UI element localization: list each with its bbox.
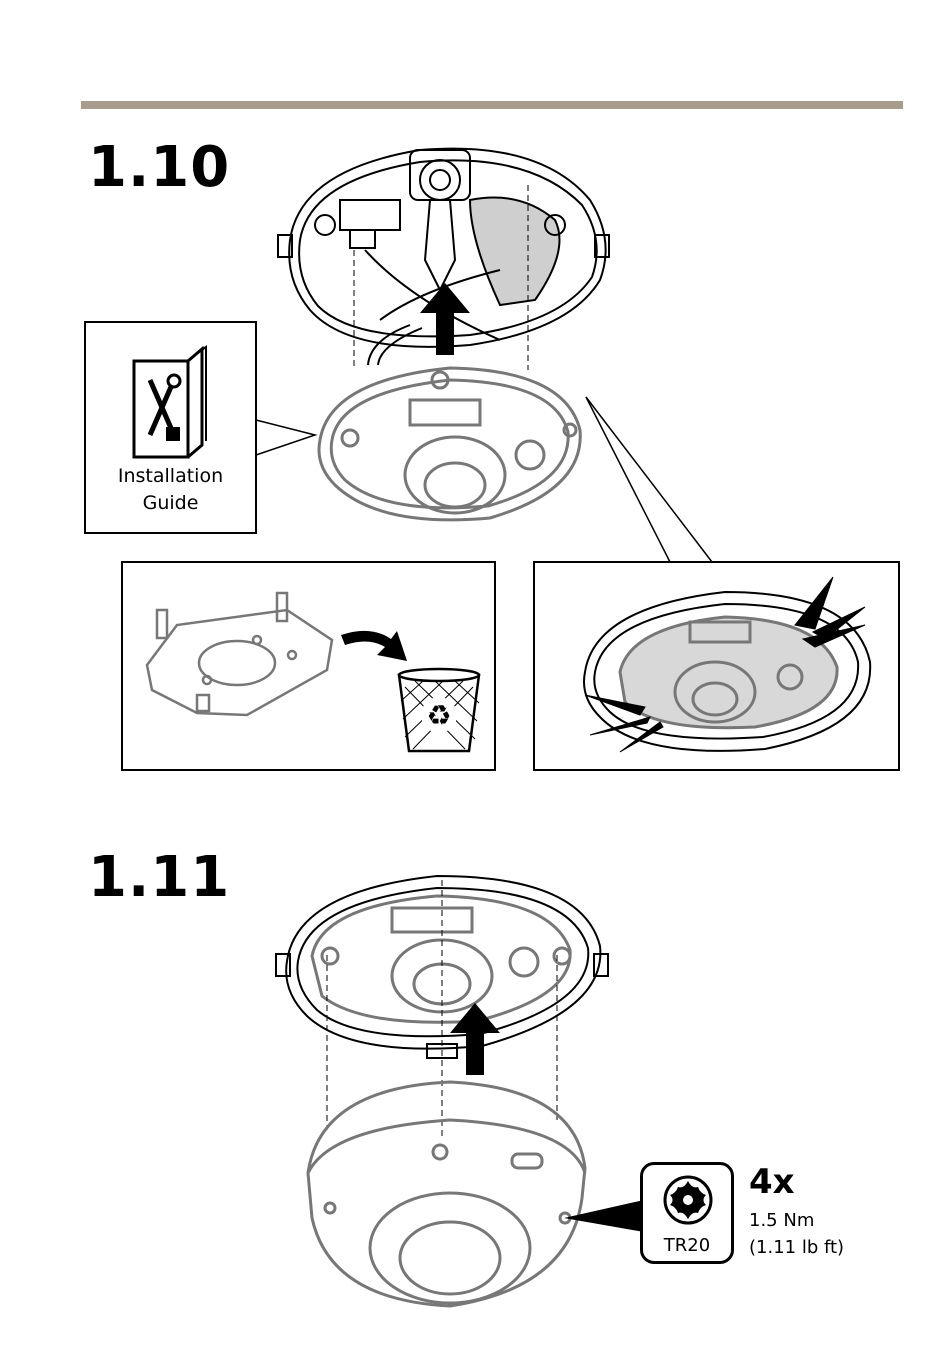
pointer-wedge — [564, 1196, 644, 1236]
torx-size-label: TR20 — [643, 1235, 731, 1256]
camera-dome-illustration — [300, 1078, 590, 1310]
torque-nm-label: 1.5 Nm — [749, 1210, 814, 1231]
torx-bit-icon — [663, 1175, 713, 1225]
torx-tool-box: TR20 — [640, 1162, 734, 1264]
torque-lbft-label: (1.11 lb ft) — [749, 1237, 844, 1258]
quantity-label: 4x — [749, 1162, 795, 1202]
